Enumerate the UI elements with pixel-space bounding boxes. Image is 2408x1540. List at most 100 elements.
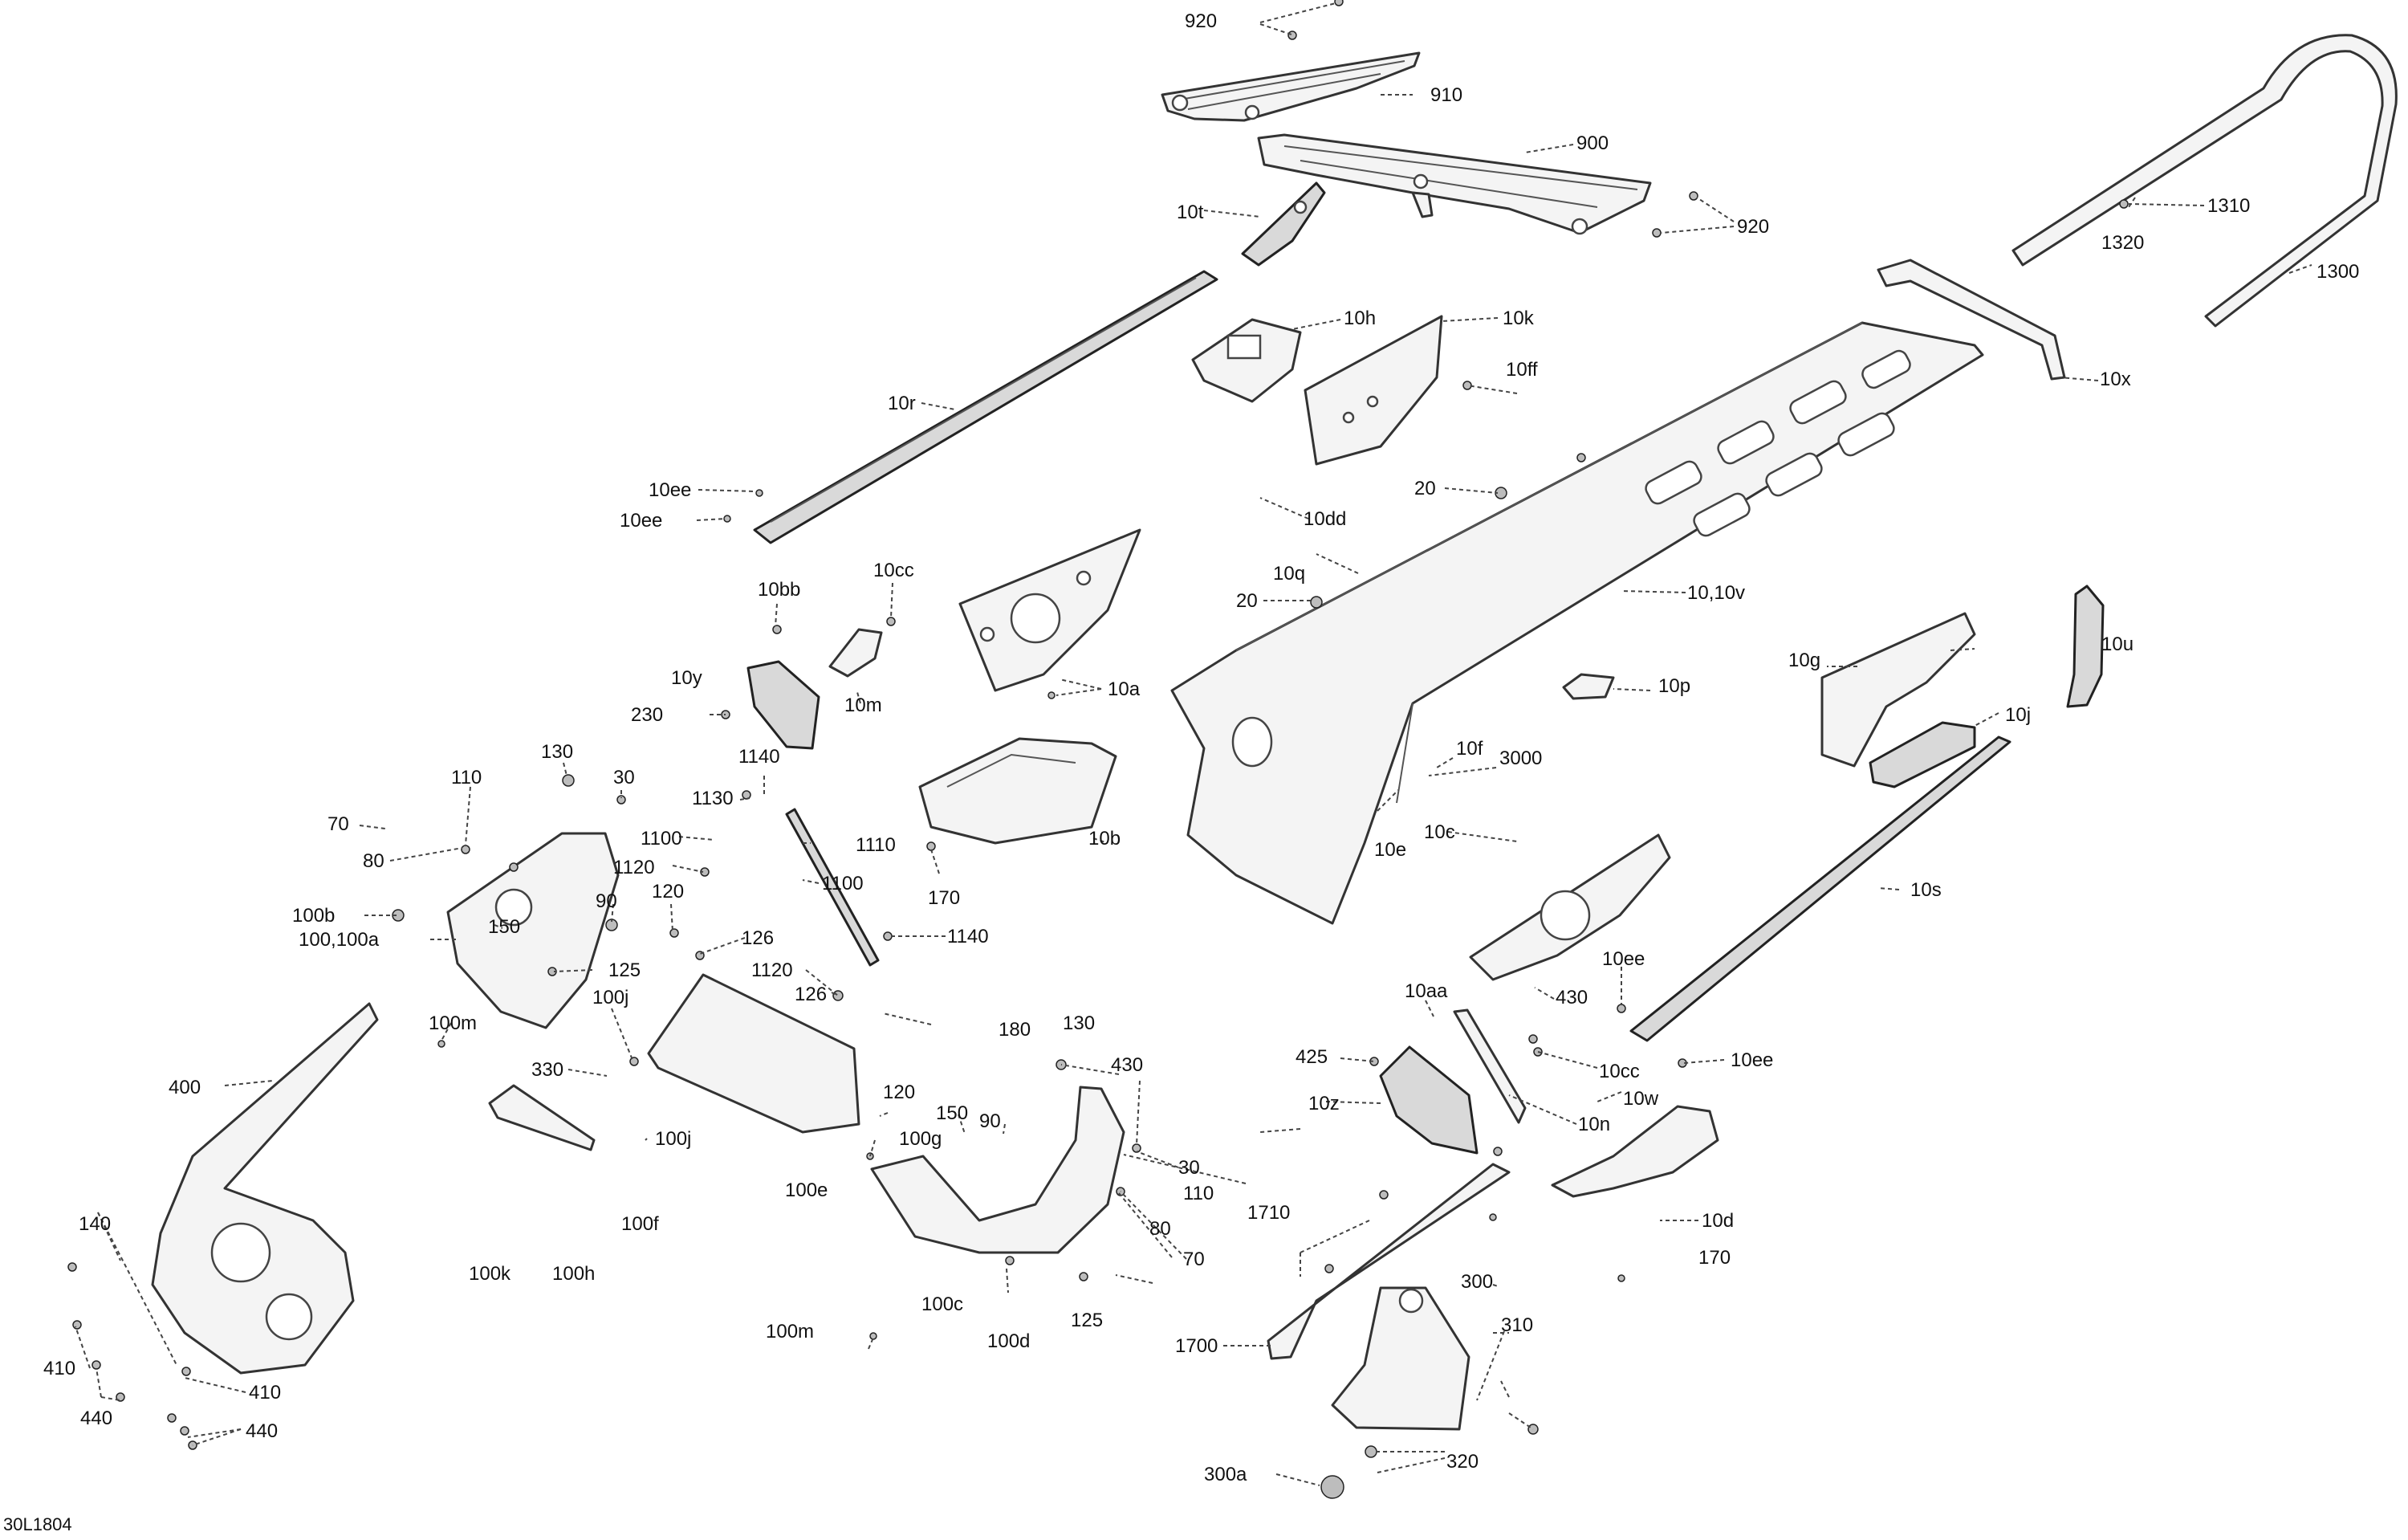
callout-label: 10dd (1304, 508, 1346, 530)
callout-label: 100b (292, 905, 335, 927)
callout-label: 150 (936, 1102, 968, 1124)
callout-label: 410 (43, 1358, 75, 1379)
part-10a (958, 528, 1141, 692)
callout-label: 440 (246, 1420, 278, 1442)
callout-label: 126 (795, 984, 827, 1005)
callout-label: 1120 (751, 959, 793, 981)
callout-label: 920 (1737, 216, 1769, 238)
callout-label: 1320 (2101, 232, 2144, 254)
callout-label: 70 (1183, 1249, 1205, 1270)
callout-label: 10k (1503, 308, 1535, 329)
callout-label: 10cc (873, 560, 914, 581)
callout-label: 10a (1108, 678, 1141, 700)
part-10n (1453, 1008, 1527, 1124)
callout-label: 10f (1456, 738, 1483, 760)
callout-label: 90 (979, 1110, 1001, 1132)
callout-label: 10d (1702, 1210, 1734, 1232)
fasteners (67, 0, 2129, 1499)
part-10s (1629, 735, 2011, 1042)
callout-label: 10ee (649, 479, 691, 501)
part-10c-plate (1469, 833, 1671, 981)
part-100h (488, 1084, 596, 1151)
callout-label: 10ee (1731, 1049, 1773, 1071)
part-100 (446, 832, 620, 1029)
callout-label: 170 (1698, 1247, 1731, 1269)
callout-label: 1120 (613, 857, 655, 878)
part-10b (918, 737, 1117, 845)
callout-label: 100g (899, 1128, 942, 1150)
callout-label: 140 (79, 1213, 111, 1235)
part-100e (647, 973, 860, 1134)
callout-label: 1700 (1175, 1335, 1218, 1357)
callout-label: 100c (921, 1294, 963, 1315)
part-10k (1304, 315, 1443, 466)
callout-label: 440 (80, 1408, 112, 1429)
callout-label: 10w (1623, 1088, 1659, 1110)
callout-label: 10ee (620, 510, 662, 532)
callout-label: 1140 (947, 926, 989, 947)
part-1300 (2011, 34, 2398, 328)
callout-label: 100f (621, 1213, 659, 1235)
callout-label: 126 (742, 927, 774, 949)
callout-label: 1110 (856, 834, 896, 856)
callout-label: 10bb (758, 579, 800, 601)
callout-label: 10e (1374, 839, 1406, 861)
part-300 (1331, 1286, 1470, 1431)
callout-label: 100j (592, 987, 628, 1008)
callout-label: 425 (1296, 1046, 1328, 1068)
callout-label: 100,100a (299, 929, 380, 951)
callout-label: 310 (1501, 1314, 1533, 1336)
callout-label: 1130 (692, 788, 734, 809)
callout-label: 10u (2101, 634, 2133, 655)
leader-lines (75, 2, 2312, 1486)
callout-label: 430 (1111, 1054, 1143, 1076)
callout-label: 920 (1185, 10, 1217, 32)
callout-label: 10q (1273, 563, 1305, 585)
part-1700 (1267, 1163, 1511, 1360)
callout-label: 100e (785, 1179, 828, 1201)
part-100c (870, 1086, 1125, 1254)
callout-label: 1300 (2316, 261, 2359, 283)
callout-label: 80 (1149, 1218, 1171, 1240)
callout-label: 120 (883, 1082, 915, 1103)
callout-label: 180 (999, 1019, 1031, 1041)
callout-label: 30 (1178, 1157, 1200, 1179)
callout-label: 410 (249, 1382, 281, 1404)
callout-label: 1100 (822, 873, 864, 894)
part-10g (1820, 612, 1976, 768)
callout-label: 150 (488, 916, 520, 938)
part-10y (746, 660, 820, 750)
callout-label: 10n (1578, 1114, 1610, 1135)
callout-label: 300a (1204, 1464, 1247, 1485)
callout-label: 130 (1063, 1012, 1095, 1034)
callout-label: 90 (596, 890, 617, 912)
callout-label: 10aa (1405, 980, 1448, 1002)
callout-label: 100k (469, 1263, 511, 1285)
callout-label: 3000 (1499, 748, 1542, 769)
callout-label: 1310 (2207, 195, 2250, 217)
callout-label: 20 (1236, 590, 1258, 612)
callout-label: 10t (1177, 202, 1204, 223)
callout-label: 110 (1183, 1183, 1214, 1204)
callout-label: 120 (652, 881, 684, 902)
callout-label: 10s (1910, 879, 1942, 901)
callout-label: 10ff (1506, 359, 1538, 381)
callout-label: 230 (631, 704, 663, 726)
callout-label: 10g (1788, 650, 1820, 671)
callout-label: 100d (987, 1330, 1030, 1352)
callout-label: 10b (1088, 828, 1121, 849)
part-10h (1191, 318, 1302, 403)
callout-label: 10r (888, 393, 916, 414)
callout-label: 900 (1576, 132, 1609, 154)
callout-label: 10c (1424, 821, 1455, 843)
callout-label: 10m (844, 695, 882, 716)
callout-label: 100h (552, 1263, 595, 1285)
part-10d (1551, 1105, 1719, 1198)
part-10z (1379, 1045, 1479, 1155)
part-900 (1257, 133, 1652, 235)
callout-label: 1140 (738, 746, 780, 768)
callout-label: 80 (363, 850, 384, 872)
callout-label: 125 (608, 959, 641, 981)
callout-label: 125 (1071, 1310, 1103, 1331)
callout-label: 70 (327, 813, 349, 835)
